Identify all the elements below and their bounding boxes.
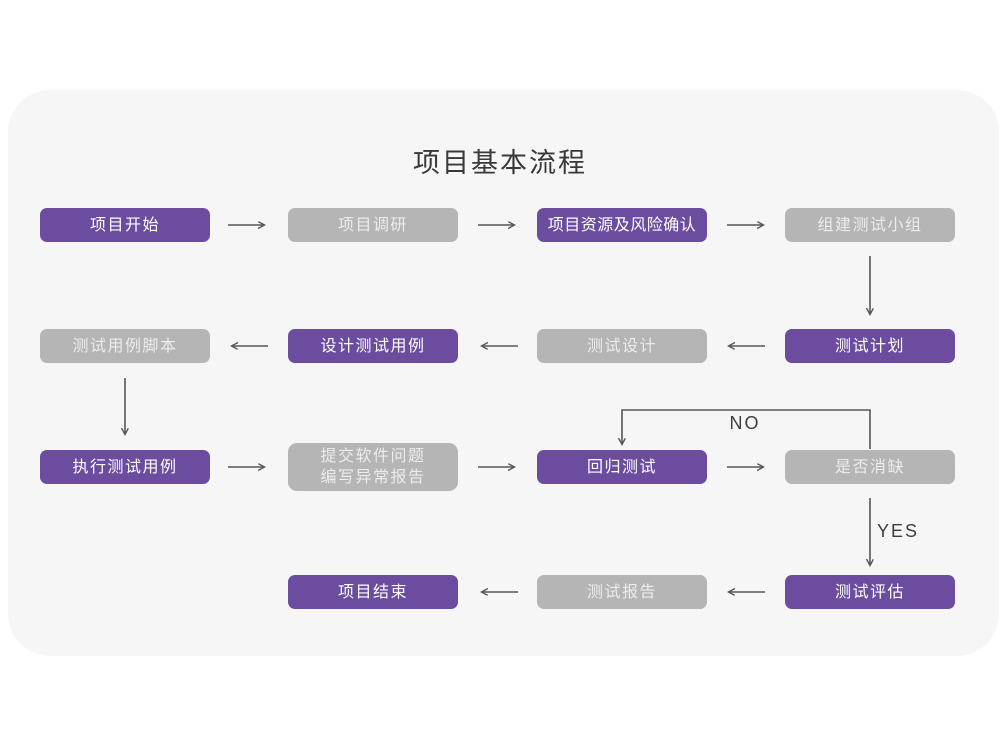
node-regression-test: 回归测试 (537, 450, 707, 484)
node-test-report: 测试报告 (537, 575, 707, 609)
node-test-case-script: 测试用例脚本 (40, 329, 210, 363)
diagram-title: 项目基本流程 (413, 148, 587, 178)
node-test-plan: 测试计划 (785, 329, 955, 363)
flowchart-card (8, 90, 999, 656)
node-project-research: 项目调研 (288, 208, 458, 242)
node-defect-cleared: 是否消缺 (785, 450, 955, 484)
edge-label-yes: YES (877, 521, 920, 541)
node-submit-issues: 提交软件问题 编写异常报告 (288, 443, 458, 491)
node-build-test-team: 组建测试小组 (785, 208, 955, 242)
node-project-start: 项目开始 (40, 208, 210, 242)
edge-label-no: NO (729, 413, 761, 433)
arrow-no-loop (622, 409, 871, 449)
node-test-evaluation: 测试评估 (785, 575, 955, 609)
node-test-design: 测试设计 (537, 329, 707, 363)
node-design-test-cases: 设计测试用例 (288, 329, 458, 363)
node-resource-risk: 项目资源及风险确认 (537, 208, 707, 242)
node-execute-test-cases: 执行测试用例 (40, 450, 210, 484)
node-project-end: 项目结束 (288, 575, 458, 609)
